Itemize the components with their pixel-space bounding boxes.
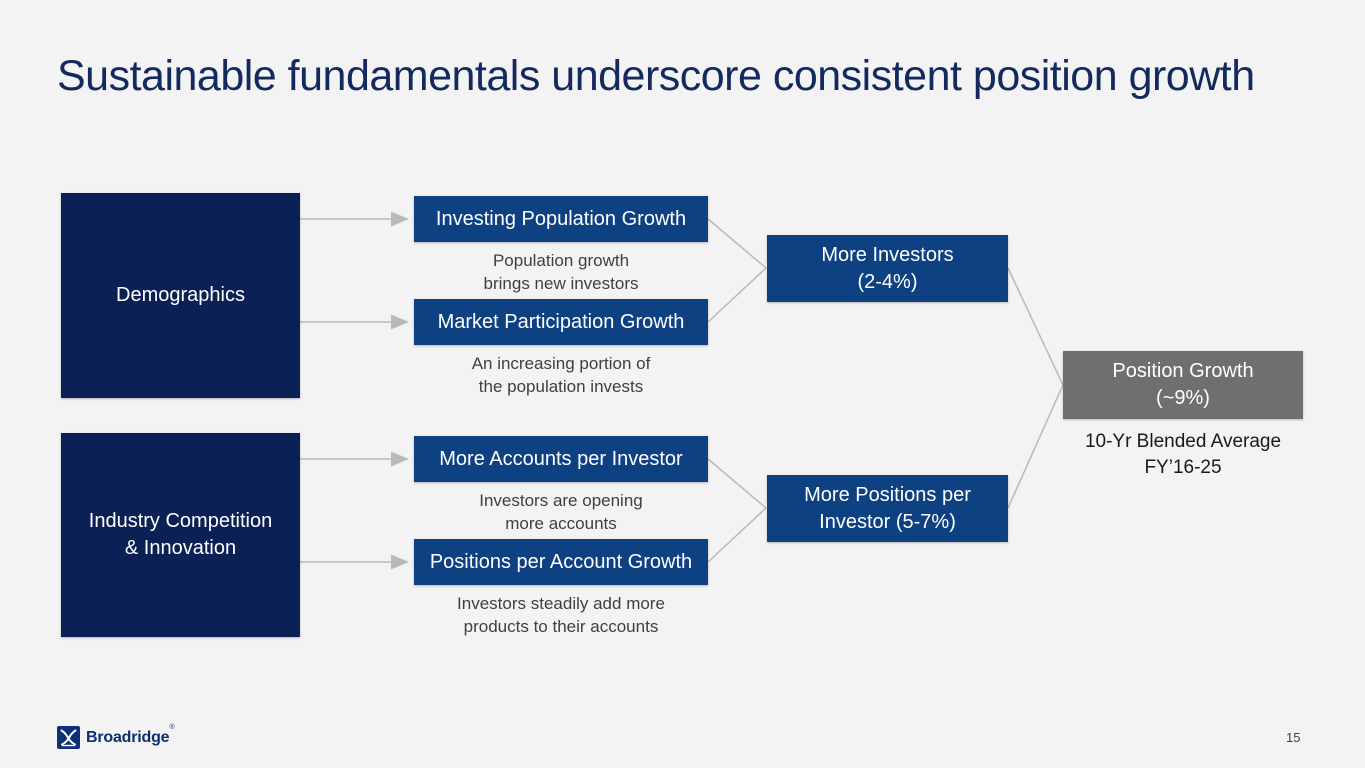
- driver-box-industry-competition: Industry Competition & Innovation: [61, 433, 300, 637]
- factor-box-investing-population-growth: Investing Population Growth: [414, 196, 708, 242]
- factor-box-more-accounts-per-investor: More Accounts per Investor: [414, 436, 708, 482]
- logo-registered-mark: ®: [169, 724, 175, 732]
- slide-title: Sustainable fundamentals underscore cons…: [57, 52, 1255, 100]
- outcome-box-more-investors: More Investors (2-4%): [767, 235, 1008, 302]
- factor-caption-positions-per-account-growth: Investors steadily add more products to …: [457, 594, 665, 637]
- logo-text: Broadridge: [86, 728, 170, 746]
- factor-box-positions-per-account-growth: Positions per Account Growth: [414, 539, 708, 585]
- result-box-position-growth: Position Growth (~9%): [1063, 351, 1303, 419]
- broadridge-mark-icon: [57, 726, 80, 749]
- factor-caption-investing-population-growth: Population growth brings new investors: [483, 251, 639, 294]
- page-number: 15: [1286, 730, 1301, 745]
- driver-box-demographics: Demographics: [61, 193, 300, 398]
- result-note-blended-average: 10-Yr Blended Average FY’16-25: [1084, 431, 1282, 478]
- factor-caption-market-participation-growth: An increasing portion of the population …: [471, 354, 651, 397]
- outcome-box-more-positions-per-investor: More Positions per Investor (5-7%): [767, 475, 1008, 542]
- broadridge-logo: Broadridge®: [57, 724, 175, 749]
- factor-box-market-participation-growth: Market Participation Growth: [414, 299, 708, 345]
- factor-caption-more-accounts-per-investor: Investors are opening more accounts: [479, 491, 643, 534]
